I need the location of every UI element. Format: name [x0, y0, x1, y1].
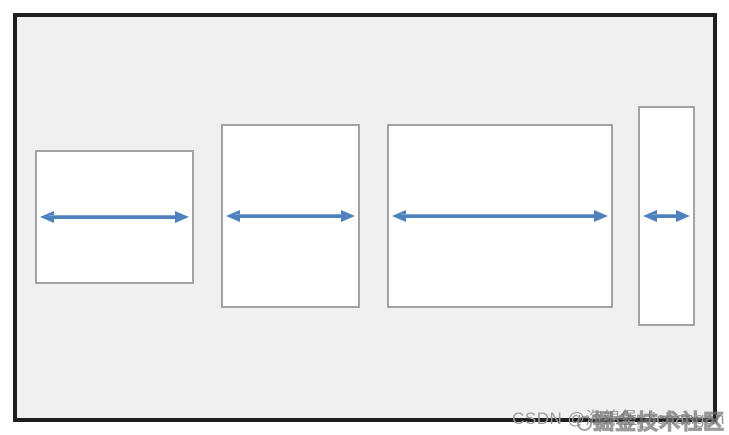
horizontal-double-arrow: [643, 210, 690, 222]
arrow-shaft: [235, 214, 346, 218]
horizontal-double-arrow: [40, 211, 189, 223]
box-1: [35, 150, 194, 284]
arrow-shaft: [49, 215, 180, 219]
horizontal-double-arrow: [226, 210, 355, 222]
arrow-shaft: [652, 214, 681, 218]
box-4: [638, 106, 695, 326]
arrow-shaft: [401, 214, 599, 218]
box-3: [387, 124, 613, 308]
horizontal-double-arrow: [392, 210, 608, 222]
box-2: [221, 124, 360, 308]
